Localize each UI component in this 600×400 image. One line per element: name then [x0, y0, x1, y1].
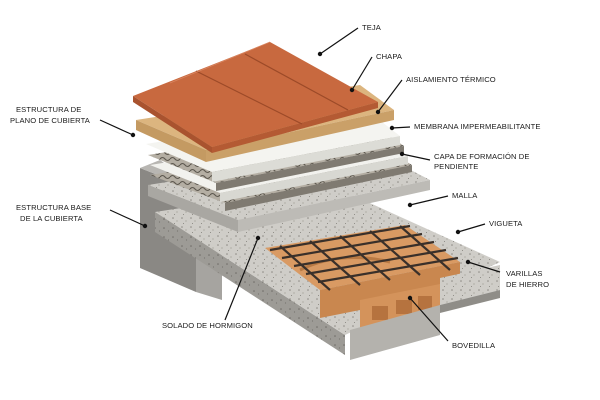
label-solado: SOLADO DE HORMIGON	[162, 321, 253, 330]
label-estructura-plano-line2: PLANO DE CUBIERTA	[10, 116, 91, 125]
labels: TEJA CHAPA AISLAMIENTO TÉRMICO MEMBRANA …	[10, 23, 549, 350]
label-vigueta: VIGUETA	[489, 219, 523, 228]
label-capa-line2: PENDIENTE	[434, 162, 478, 171]
rebar-mesh	[269, 224, 459, 291]
leader-dots	[130, 51, 471, 301]
label-estructura-plano-line1: ESTRUCTURA DE	[16, 105, 81, 114]
label-estructura-base-line1: ESTRUCTURA BASE	[16, 203, 91, 212]
label-teja: TEJA	[362, 23, 382, 32]
label-varillas-line1: VARILLAS	[506, 269, 543, 278]
vigueta-beam	[350, 265, 500, 360]
label-varillas-line2: DE HIERRO	[506, 280, 549, 289]
label-aislamiento: AISLAMIENTO TÉRMICO	[406, 75, 496, 84]
label-capa-line1: CAPA DE FORMACIÓN DE	[434, 152, 530, 161]
label-chapa: CHAPA	[376, 52, 403, 61]
label-bovedilla: BOVEDILLA	[452, 341, 496, 350]
label-estructura-base-line2: DE LA CUBIERTA	[20, 214, 84, 223]
roof-tiles	[133, 41, 378, 153]
leader-lines	[99, 27, 501, 342]
label-malla: MALLA	[452, 191, 478, 200]
label-membrana: MEMBRANA IMPERMEABILITANTE	[414, 122, 541, 131]
